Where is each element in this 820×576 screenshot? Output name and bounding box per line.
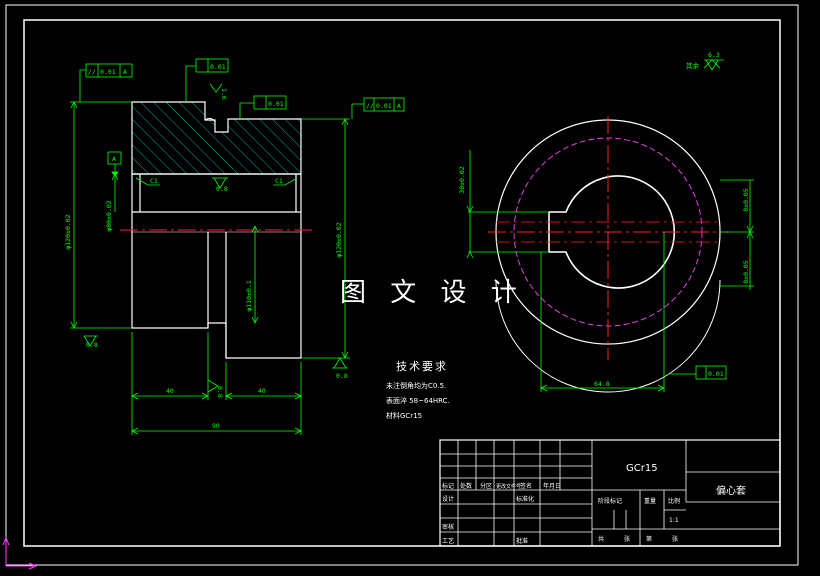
tb-label-sheetno: 第 [646, 535, 652, 543]
tb-label-sheetend: 张 [672, 535, 678, 543]
tech-req-line-3: 材料GCr15 [386, 412, 423, 420]
tb-label-mark: 标记 [442, 482, 454, 490]
datum-label: A [112, 155, 116, 163]
body-left-outline [131, 174, 302, 359]
offset-outer-arc [495, 279, 721, 393]
dim-step: φ110±0.1 [245, 280, 253, 311]
tol-right-value: 0.01 [376, 102, 392, 110]
dim-chamfer-right: C1 [275, 177, 283, 185]
front-view [120, 101, 312, 359]
tb-material: GCr15 [626, 463, 658, 474]
roughness-mark: 0.8 [86, 341, 98, 349]
title-block [439, 439, 781, 547]
title-block-texts: GCr15 偏心套 1:1 标记 处数 分区 更改文件号 签名 年月日 设计 标… [442, 463, 746, 545]
tb-part-name: 偏心套 [716, 484, 746, 497]
roughness-symbols [83, 59, 724, 393]
roughness-default-value: 6.3 [708, 51, 720, 59]
tolerance-frames [85, 58, 727, 380]
tb-label-ratio: 比例 [668, 497, 680, 505]
inner-border [23, 19, 781, 547]
dim-keyway-upper: 30±0.02 [458, 166, 466, 193]
roughness-mark: 0.8 [216, 386, 224, 398]
tb-label-standardize: 标准化 [516, 495, 534, 503]
front-dimensions [70, 65, 364, 435]
bore-with-keyway [548, 175, 676, 289]
dim-chamfer-left: C1 [150, 177, 158, 185]
tol-mid-value: 0.01 [268, 100, 284, 108]
tol-right-symbol: // [366, 102, 374, 110]
groove-detail [204, 117, 216, 132]
dimension-texts: // 0.01 A 0.01 0.01 // 0.01 A 0.01 A 40 … [64, 51, 750, 430]
roughness-mark: 0.8 [336, 372, 348, 380]
dim-bore: φ80±0.02 [105, 200, 113, 231]
dim-total-length: 90 [212, 422, 220, 430]
end-view-dimensions [466, 150, 754, 392]
end-view [488, 116, 730, 393]
dim-right-length: 40 [258, 387, 266, 395]
tb-label-sheet: 张 [624, 535, 630, 543]
roughness-mark: 1.6 [220, 88, 228, 100]
tb-label-date: 年月日 [543, 482, 561, 490]
tb-label-review: 审核 [442, 523, 454, 531]
tech-req-title: 技术要求 [396, 360, 448, 373]
tb-label-design: 设计 [442, 495, 454, 503]
dim-outer-right: φ120±0.02 [335, 222, 343, 257]
tb-label-weight: 重量 [644, 497, 656, 505]
tol-right-datum: A [397, 102, 401, 110]
dim-offset-upper: 8±0.05 [742, 188, 750, 212]
ucs-axis-icon [2, 536, 38, 570]
dim-offset-lower: 8±0.05 [742, 260, 750, 284]
tol-left-datum: A [123, 68, 127, 76]
tb-label-total: 共 [598, 535, 604, 543]
tb-label-process: 工艺 [442, 537, 454, 545]
tb-label-count: 处数 [460, 482, 472, 490]
roughness-default-note: 其余 [686, 61, 700, 70]
tb-label-signature: 签名 [520, 482, 532, 490]
tech-req-line-2: 表面淬 58~64HRC. [386, 397, 450, 405]
dim-outer-left: φ120±0.02 [64, 214, 72, 249]
tb-label-approve: 批准 [516, 537, 528, 545]
tol-top-value: 0.01 [210, 63, 226, 71]
outer-border [5, 4, 799, 566]
tb-label-zone: 分区 [480, 482, 492, 490]
section-hatch [131, 101, 302, 175]
tol-left-symbol: // [88, 68, 96, 76]
tech-req-line-1: 未注倒角均为C0.5. [386, 382, 447, 390]
tb-label-docno: 更改文件号 [496, 483, 521, 490]
dim-left-length: 40 [166, 387, 174, 395]
watermark-text: 图 文 设 计 [340, 278, 525, 308]
roughness-mark: 0.8 [216, 185, 228, 193]
tol-left-value: 0.01 [100, 68, 116, 76]
tb-scale: 1:1 [669, 517, 679, 524]
tb-label-stage: 阶段标记 [598, 497, 622, 505]
tol-end-value: 0.01 [708, 370, 724, 378]
dim-keyway-width: 64.8 [594, 380, 610, 388]
